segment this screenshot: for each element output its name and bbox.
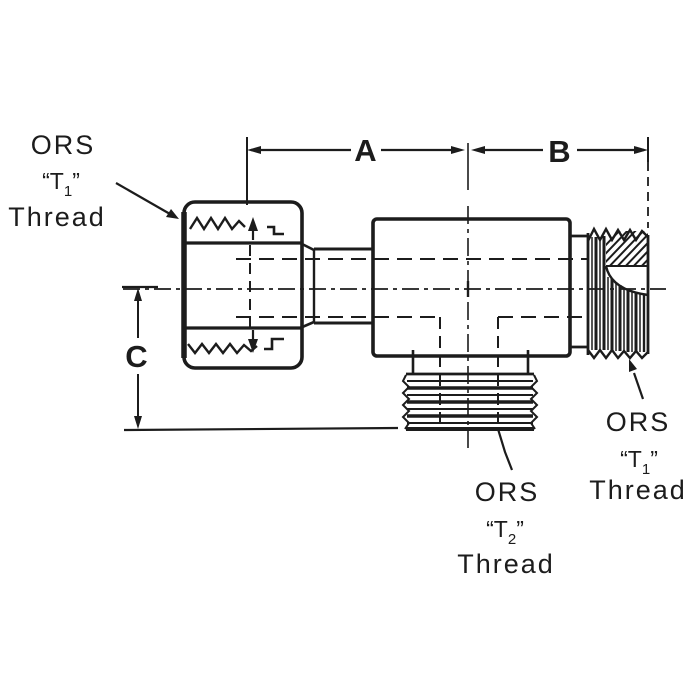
arrowhead-down-c [134,416,142,429]
arrowhead-left-b [471,146,485,154]
arrowhead-left-a [247,146,261,154]
dimension-a-b: A B [246,133,649,228]
centerline-horizontal [123,283,666,295]
dim-label-b: B [548,134,571,169]
callout-ors-t1-top-left: ORS “T1” Thread [8,130,106,232]
thread-mark-zigzag-bottom [187,342,258,355]
callout-line-ors: ORS [606,407,671,437]
arrowhead-right-b [634,146,648,154]
leader-ors-t1-top [115,182,179,219]
callout-ors-t2-bottom-center: ORS “T2” Thread [457,477,555,579]
callout-ors-t1-bottom-right: ORS “T1” Thread [589,407,687,505]
callout-line-thread-word: Thread [457,549,555,579]
callout-line-thread-word: Thread [589,475,687,505]
callout-line-thread-id: “T1” [620,446,658,478]
leader-ors-t2-bottom [496,428,514,471]
fitting-body [236,217,588,428]
chamfer-hatching [606,231,648,266]
thread-depth-arrow-up [248,217,258,231]
callout-line-thread-id: “T2” [486,516,524,548]
thread-runout-mark-top [267,225,284,236]
thread-crest-left [401,374,411,430]
callout-line-thread-word: Thread [8,202,106,232]
dimension-c: C [122,285,399,432]
dim-label-a: A [354,133,377,168]
thread-crest-bottom [587,348,649,360]
fitting-nut [181,200,304,370]
arrowhead-right-a [451,146,465,154]
thread-crest-right [529,374,539,430]
male-thread-end-bottom [401,350,539,431]
thread-mark-zigzag-top [188,215,246,232]
callout-line-ors: ORS [475,477,540,507]
dim-label-c: C [125,339,148,374]
male-thread-end-right [586,226,650,360]
thread-runout-mark-bottom [264,337,284,351]
leader-ors-t1-right [629,359,645,400]
arrowhead-up-c [134,288,142,301]
callout-line-thread-id: “T1” [42,168,80,200]
thread-depth-arrow-down [248,339,258,353]
fitting-shank [299,241,374,330]
fitting-step [570,233,590,355]
callout-line-ors: ORS [31,130,96,160]
